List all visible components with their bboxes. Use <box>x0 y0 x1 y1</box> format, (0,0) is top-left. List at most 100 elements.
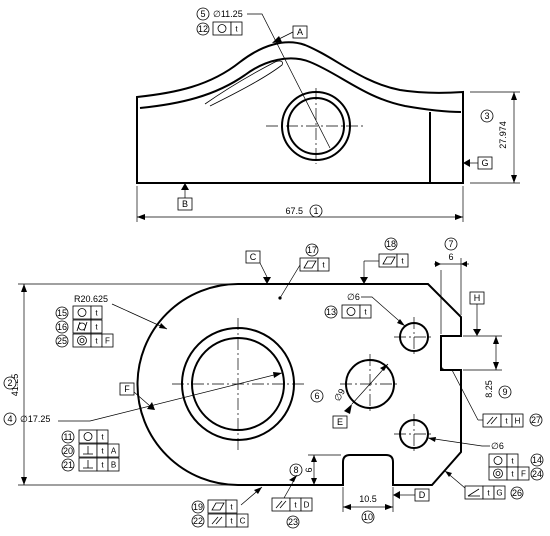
fcf-18-arrow <box>360 277 368 284</box>
notch-pos-arrow-bottom <box>493 362 499 370</box>
circularity-icon-11 <box>83 432 93 441</box>
fcf-24-tol-text: t <box>511 470 514 479</box>
balloon-16 <box>55 320 69 334</box>
fcf-23-tol-text: t <box>294 501 297 510</box>
datum-d-triangle <box>393 491 400 499</box>
fcf-15-sym <box>72 305 92 320</box>
fcf-26-tol-text: t <box>487 489 490 498</box>
big-bore-label: ∅17.25 <box>20 414 50 424</box>
datum-e-label: E <box>337 417 343 427</box>
angularity-icon-26 <box>467 488 480 497</box>
notch-arrow-left <box>435 261 441 267</box>
notch-pos-text: 8.25 <box>484 380 494 398</box>
notch-pos-arrow-top <box>493 336 499 344</box>
balloon-12-num: 12 <box>198 24 208 34</box>
radius-leader <box>111 303 168 330</box>
fcf-21-ref-text: B <box>111 461 116 470</box>
circularity-icon-13 <box>346 307 356 316</box>
datum-c-box <box>245 250 261 264</box>
balloon-22 <box>191 514 205 528</box>
notch-arrow-right <box>461 261 467 267</box>
fcf-22-ref-text: C <box>240 517 246 526</box>
fcf-19-arrow <box>254 487 262 494</box>
datum-f-label: F <box>124 384 130 394</box>
balloon-27-num: 27 <box>531 415 541 425</box>
slot-depth-arrow-bottom <box>311 478 317 485</box>
balloon-21 <box>61 458 75 472</box>
length-arrow-right <box>455 214 463 220</box>
balloon-14 <box>530 453 544 467</box>
flatness-icon-17 <box>303 260 317 269</box>
concentricity-icon-25 <box>77 335 87 346</box>
elevation-inner-curve <box>139 57 462 113</box>
fcf-20-ref <box>107 443 120 458</box>
balloon-15 <box>55 306 69 320</box>
fcf-21-ref <box>107 457 120 472</box>
balloon-19-num: 19 <box>193 502 203 512</box>
balloon-7 <box>444 237 458 251</box>
fcf-19-tol <box>225 499 238 514</box>
fcf-13-tol <box>359 304 372 319</box>
datum-h-triangle <box>473 329 481 336</box>
datum-g-label: G <box>481 158 488 168</box>
fcf-14-tol-text: t <box>511 457 514 466</box>
circularity-icon-14 <box>493 456 503 465</box>
balloon-26-num: 26 <box>512 488 522 498</box>
height-arrow-bottom <box>511 175 517 183</box>
balloon-13-num: 13 <box>326 307 336 317</box>
mid-hole-arrow <box>380 364 388 371</box>
balloon-9 <box>498 385 512 399</box>
fcf-14-sym <box>488 453 508 468</box>
datum-d-label: D <box>419 490 426 500</box>
balloon-19 <box>191 500 205 514</box>
fcf-26-arrow <box>445 471 452 477</box>
plan-view: 41.25 2 R20.625 15 t 16 t 25 t <box>3 237 544 529</box>
datum-c-triangle <box>263 277 271 284</box>
notch-dim-text: 6 <box>448 252 453 262</box>
fcf-17-leader <box>279 264 301 299</box>
fcf-17-sym <box>299 257 319 272</box>
circularity-frame-sym <box>212 21 232 36</box>
balloon-3 <box>480 109 494 123</box>
balloon-11 <box>61 430 75 444</box>
fcf-22-sym <box>207 513 227 528</box>
balloon-26 <box>510 486 524 500</box>
fcf-25-tol-text: t <box>95 337 98 346</box>
balloon-4 <box>3 412 17 426</box>
parallelism-icon-27 <box>486 416 498 425</box>
fcf-11-tol-text: t <box>101 433 104 442</box>
fcf-23-arrow <box>289 475 297 482</box>
fcf-26-ref <box>493 485 506 500</box>
elevation-slot-curve-1 <box>204 60 283 107</box>
balloon-18 <box>384 237 398 251</box>
balloon-21-num: 21 <box>63 460 73 470</box>
fcf-20-ref-text: A <box>111 447 117 456</box>
balloon-15-num: 15 <box>57 308 67 318</box>
small-hole-top-leader <box>361 296 406 327</box>
height-dim-text: 27.974 <box>498 121 508 149</box>
mid-hole-label: ∅9 <box>332 387 347 403</box>
fcf-23-ref-text: D <box>304 501 310 510</box>
elevation-outline <box>136 41 464 184</box>
balloon-17 <box>305 243 319 257</box>
fcf-13-tol-text: t <box>364 308 367 317</box>
balloon-12 <box>196 22 210 36</box>
small-hole-top-label: ∅6 <box>347 292 360 302</box>
datum-b-triangle <box>181 183 189 190</box>
fcf-24-ref-text: F <box>521 470 526 479</box>
small-hole-bottom-arrow <box>428 437 436 442</box>
height-arrow-top <box>511 92 517 100</box>
length-dim-text: 67.5 <box>285 206 303 216</box>
fcf-21-tol-text: t <box>101 461 104 470</box>
slot-width-text: 10.5 <box>359 494 377 504</box>
circularity-icon <box>217 24 227 33</box>
balloon-3-num: 3 <box>484 111 489 121</box>
perpendicularity-icon-21 <box>83 460 93 469</box>
balloon-23 <box>286 515 300 529</box>
small-hole-bottom-label: ∅6 <box>491 441 504 451</box>
balloon-17-num: 17 <box>307 245 317 255</box>
flatness-icon-19 <box>211 502 225 511</box>
radius-label: R20.625 <box>74 294 108 304</box>
balloon-1-num: 1 <box>313 206 318 216</box>
width-arrow-bottom <box>21 477 27 485</box>
